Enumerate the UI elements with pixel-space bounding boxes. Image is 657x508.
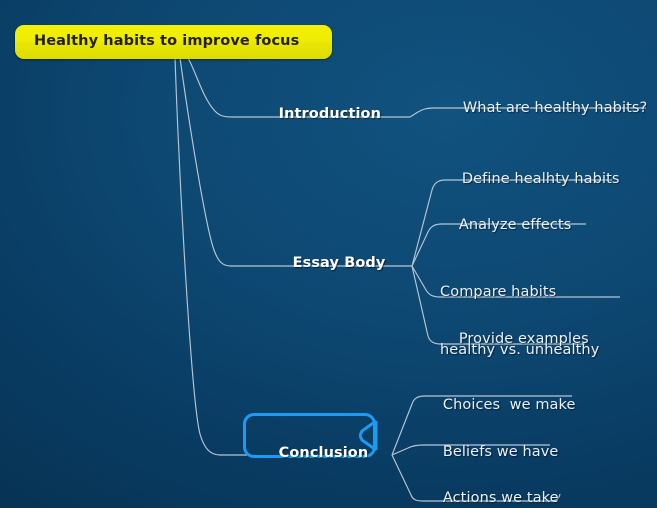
leaf-label-define-healhty-habits: Define healhty habits [461, 170, 620, 187]
selection-notch-icon [359, 420, 378, 451]
leaf-label-compare-habits-line1: Compare habits [440, 284, 557, 301]
leaf-node-provide-examples[interactable]: Provide examples [440, 313, 589, 366]
leaf-node-choices-we-make[interactable]: Choices we make [424, 379, 576, 432]
branch-label-introduction: Introduction [278, 105, 382, 122]
leaf-node-what-are-healthy-habits[interactable]: What are healthy habits? [444, 82, 647, 135]
leaf-node-actions-we-take[interactable]: Actions we take [424, 472, 559, 508]
leaf-label-compare-habits-line2: healthy vs. unhealthy [440, 341, 600, 358]
leaf-label-provide-examples: Provide examples [458, 330, 589, 347]
branch-node-conclusion[interactable]: Conclusion [258, 427, 369, 480]
leaf-label-choices-we-make: Choices we make [442, 396, 576, 413]
leaf-label-analyze-effects: Analyze effects [458, 216, 572, 233]
leaf-node-define-healhty-habits[interactable]: Define healhty habits [443, 153, 620, 206]
leaf-node-analyze-effects[interactable]: Analyze effects [440, 199, 571, 252]
branch-node-essay-body[interactable]: Essay Body [272, 237, 386, 290]
leaf-label-what-are-healthy-habits: What are healthy habits? [462, 99, 648, 116]
leaf-label-actions-we-take: Actions we take [442, 489, 559, 506]
root-node-label: Healthy habits to improve focus [34, 33, 300, 50]
trunk-line-conclusion [174, 57, 247, 456]
branch-label-conclusion: Conclusion [278, 444, 369, 461]
leaf-node-compare-habits[interactable]: Compare habits healthy vs. unhealthy [440, 245, 599, 398]
root-node[interactable]: Healthy habits to improve focus [15, 25, 332, 59]
branch-node-introduction[interactable]: Introduction [258, 88, 381, 141]
leaf-label-beliefs-we-have: Beliefs we have [442, 443, 559, 460]
branch-label-essay-body: Essay Body [292, 254, 386, 271]
leaf-node-beliefs-we-have[interactable]: Beliefs we have [424, 426, 558, 479]
